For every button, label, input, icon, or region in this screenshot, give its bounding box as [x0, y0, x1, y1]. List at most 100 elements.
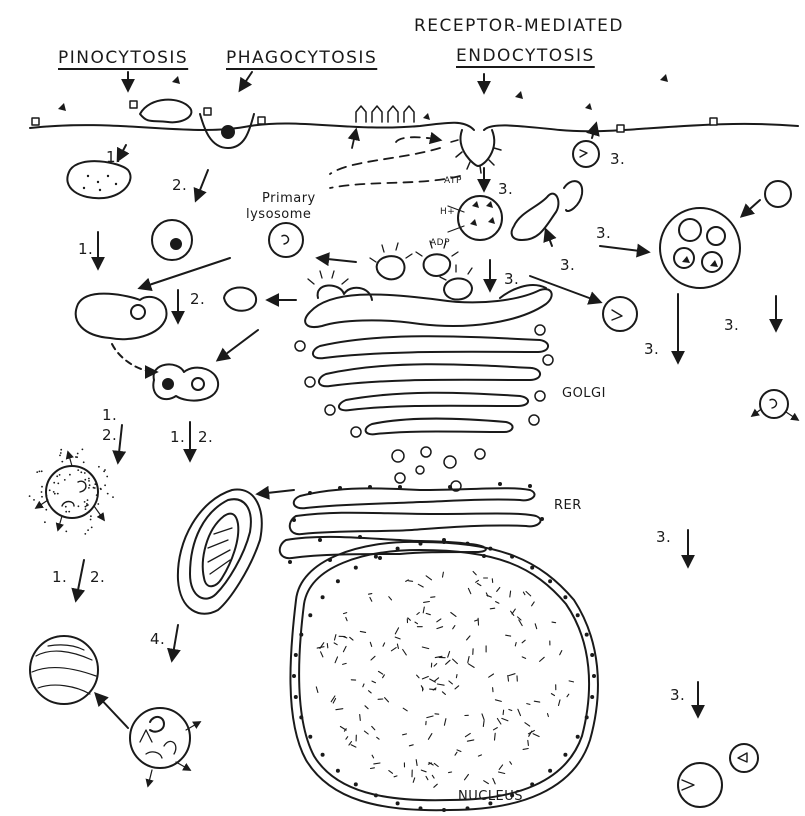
- chromatin-fleck: [351, 745, 356, 747]
- digested-dot: [54, 493, 56, 495]
- chromatin-fleck: [371, 656, 375, 660]
- heading-arrows: [128, 72, 484, 92]
- chromatin-fleck: [510, 762, 512, 765]
- digested-dot: [98, 466, 100, 468]
- chromatin-fleck: [340, 727, 346, 731]
- step-arrow: [600, 246, 648, 252]
- digested-dot: [57, 483, 59, 485]
- digested-dot: [96, 494, 98, 496]
- nuclear-ribosome: [294, 653, 298, 657]
- chromatin-fleck: [389, 771, 393, 774]
- label-adp: ADP: [430, 238, 450, 248]
- chromatin-fleck: [468, 588, 470, 593]
- chromatin-fleck: [394, 776, 397, 777]
- chromatin-fleck: [453, 626, 455, 629]
- nuclear-ribosome: [442, 540, 446, 544]
- receptor-recycling-paths: [330, 130, 460, 188]
- digested-dot: [107, 493, 109, 495]
- chromatin-fleck: [426, 576, 431, 580]
- digested-dot: [82, 449, 84, 451]
- endosome-receptor: [682, 780, 694, 790]
- digested-dot: [84, 472, 86, 474]
- chromatin-fleck: [510, 591, 511, 597]
- nuclear-ribosome: [576, 613, 580, 617]
- chromatin-fleck: [321, 652, 323, 657]
- recycling-vesicle-receptor: [580, 150, 587, 157]
- small-endosome: [730, 744, 758, 772]
- chromatin-fleck: [383, 643, 385, 646]
- chromatin-fleck: [431, 597, 435, 598]
- chromatin-fleck: [426, 776, 428, 779]
- chromatin-fleck: [421, 770, 426, 772]
- chromatin-fleck: [525, 723, 530, 726]
- recycled-receptors: [356, 106, 414, 122]
- small-lysosome: [224, 288, 256, 311]
- digested-dot: [91, 527, 93, 529]
- digested-dot: [61, 461, 63, 463]
- digested-dot: [85, 508, 87, 510]
- chromatin-fleck: [424, 602, 430, 603]
- chromatin-fleck: [475, 620, 479, 621]
- chromatin-fleck: [509, 674, 515, 676]
- chromatin-fleck: [409, 745, 413, 746]
- chromatin-fleck: [437, 684, 444, 685]
- chromatin-fleck: [548, 714, 549, 717]
- chromatin-fleck: [534, 701, 539, 702]
- digested-dot: [65, 531, 67, 533]
- digested-dot: [88, 480, 90, 482]
- chromatin-fleck: [527, 704, 530, 705]
- chromatin-fleck: [403, 734, 407, 735]
- digested-dot: [87, 529, 89, 531]
- late-endosome-content: [612, 310, 622, 320]
- enzyme-granule: [131, 305, 145, 319]
- chromatin-fleck: [437, 619, 441, 622]
- step-2-left-b: 2.: [198, 428, 213, 446]
- chromatin-fleck: [496, 602, 499, 604]
- digested-dot: [65, 511, 67, 513]
- fusion-path: [112, 344, 156, 372]
- chromatin-fleck: [490, 608, 494, 609]
- nuclear-ribosome: [292, 674, 296, 678]
- step-arrow: [546, 230, 552, 246]
- chromatin-fleck: [456, 675, 457, 678]
- digested-dot: [33, 499, 35, 501]
- digested-dot: [39, 471, 41, 473]
- chromatin-fleck: [540, 657, 545, 661]
- chromatin-fleck: [444, 719, 446, 726]
- step-4-autophagy: 4.: [150, 630, 165, 648]
- step-arrow: [258, 490, 294, 494]
- step-1-residual: 1.: [52, 568, 67, 586]
- digested-dot: [88, 487, 90, 489]
- step-3-golgi: 3.: [504, 270, 519, 288]
- chromatin-fleck: [391, 648, 396, 651]
- digested-dot: [56, 475, 58, 477]
- primary-lysosome-content: [282, 235, 288, 244]
- chromatin-fleck: [403, 650, 407, 655]
- digested-dot: [90, 519, 92, 521]
- chromatin-fleck: [426, 613, 430, 614]
- digested-dot: [60, 449, 62, 451]
- chromatin-fleck: [417, 675, 419, 678]
- chromatin-fleck: [434, 763, 438, 766]
- chromatin-fleck: [395, 628, 398, 634]
- chromatin-fleck: [409, 581, 413, 582]
- step-3-right-col-a: 3.: [724, 316, 739, 334]
- nuclear-ribosome: [590, 695, 594, 699]
- chromatin-fleck: [446, 660, 450, 664]
- nuclear-envelope-inner: [299, 550, 589, 800]
- chromatin-fleck: [453, 659, 458, 664]
- chromatin-fleck: [522, 657, 525, 659]
- chromatin-fleck: [509, 710, 512, 711]
- nuclear-ribosomes: [292, 540, 596, 812]
- chromatin-fleck: [370, 642, 371, 646]
- chromatin-fleck: [422, 647, 428, 649]
- step-arrow: [196, 170, 208, 200]
- chromatin-fleck: [449, 772, 452, 773]
- chromatin-fleck: [465, 733, 470, 736]
- secondary-lysosome: [760, 390, 788, 418]
- chromatin-fleck: [413, 778, 415, 782]
- label-h-plus: H+: [440, 207, 455, 217]
- step-2-lysosome-fusion: 2.: [190, 290, 205, 308]
- chromatin-fleck: [437, 627, 443, 629]
- chromatin-fleck: [422, 677, 428, 679]
